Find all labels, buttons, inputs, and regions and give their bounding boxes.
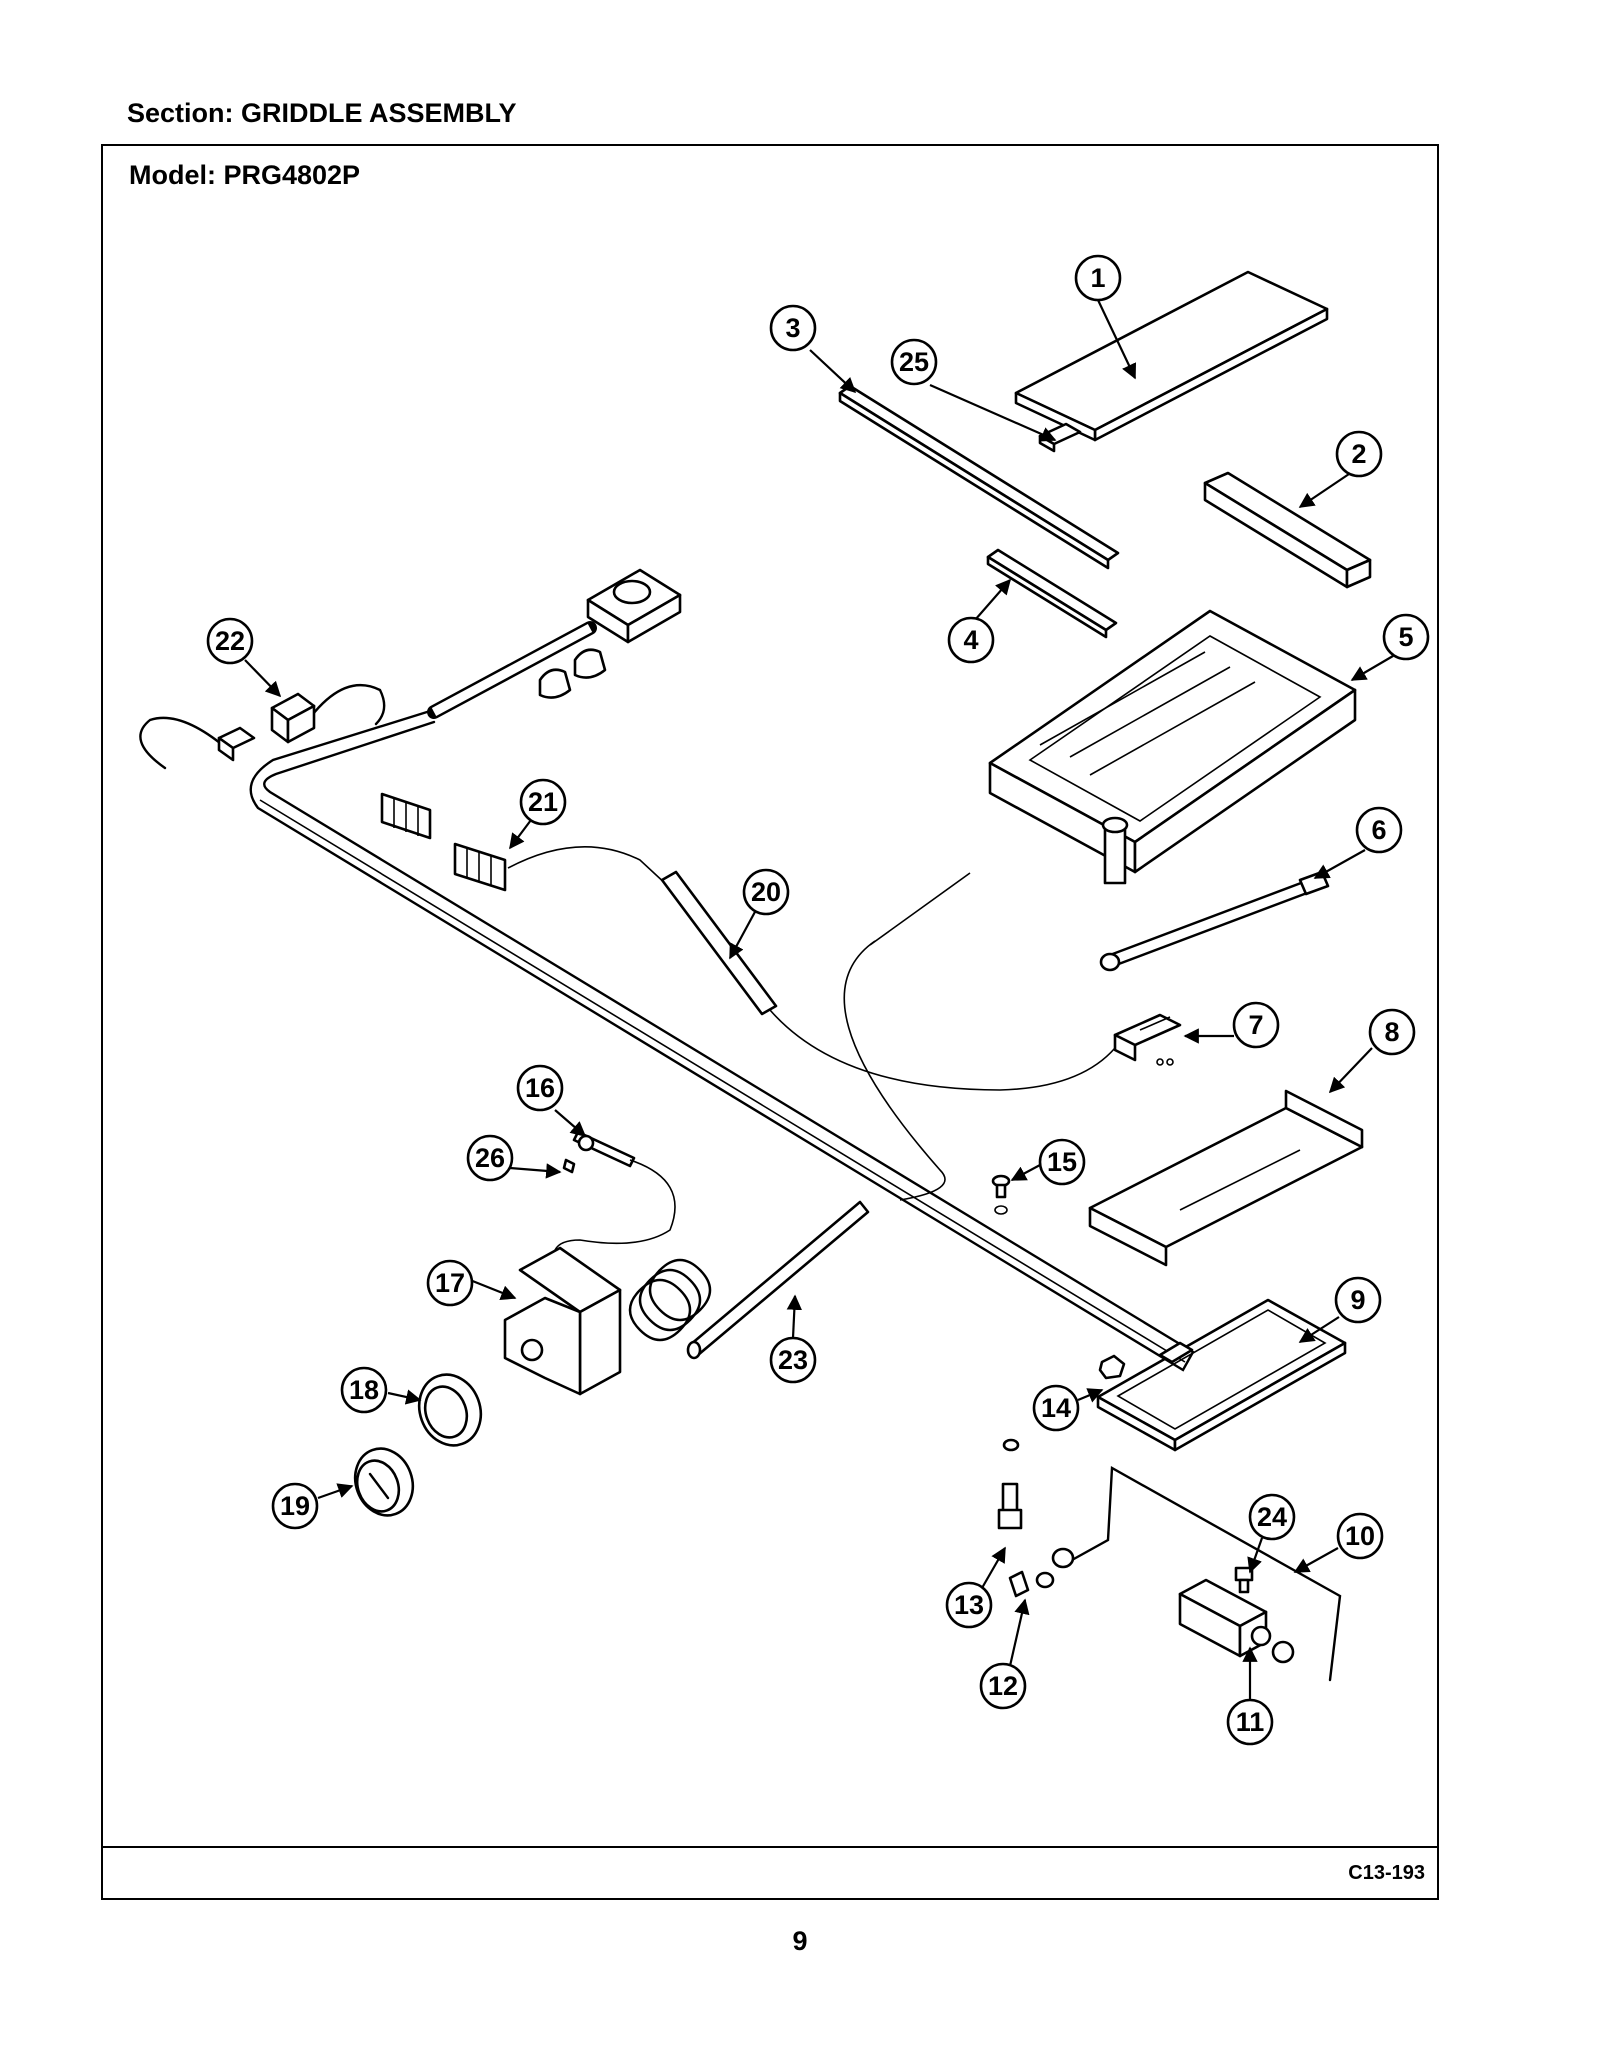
svg-text:11: 11 bbox=[1236, 1707, 1265, 1737]
callout-9: 9 bbox=[1334, 1276, 1382, 1324]
footer-divider bbox=[103, 1846, 1437, 1848]
model-title: Model: PRG4802P bbox=[129, 160, 361, 190]
section-title: Section: GRIDDLE ASSEMBLY bbox=[127, 98, 517, 128]
callout-5: 5 bbox=[1382, 613, 1430, 661]
callout-6: 6 bbox=[1355, 806, 1403, 854]
callout-13: 13 bbox=[945, 1581, 993, 1629]
svg-text:23: 23 bbox=[778, 1345, 808, 1375]
part-gas-valve-upper bbox=[427, 568, 682, 719]
part-griddle-plate bbox=[1014, 270, 1329, 442]
part-thermostat bbox=[503, 1246, 712, 1396]
part-power-cord bbox=[139, 683, 386, 770]
page-number: 9 bbox=[792, 1926, 808, 1956]
svg-text:1: 1 bbox=[1090, 263, 1105, 293]
leader-lines bbox=[244, 299, 1394, 1700]
part-terminal-blocks bbox=[380, 792, 507, 892]
svg-text:15: 15 bbox=[1047, 1147, 1077, 1177]
svg-text:22: 22 bbox=[215, 626, 245, 656]
callout-22: 22 bbox=[206, 617, 254, 665]
callout-7: 7 bbox=[1232, 1001, 1280, 1049]
part-thermocouple bbox=[554, 1130, 676, 1251]
callout-18: 18 bbox=[340, 1366, 388, 1414]
part-screw-small bbox=[991, 1174, 1011, 1215]
part-burner-box bbox=[988, 609, 1357, 885]
part-screw bbox=[1234, 1566, 1254, 1594]
callout-16: 16 bbox=[516, 1064, 564, 1112]
svg-text:2: 2 bbox=[1351, 439, 1366, 469]
svg-text:18: 18 bbox=[349, 1375, 379, 1405]
svg-text:7: 7 bbox=[1248, 1010, 1263, 1040]
callout-10: 10 bbox=[1336, 1512, 1384, 1560]
callout-24: 24 bbox=[1248, 1493, 1296, 1541]
part-mounting-bracket bbox=[1088, 1089, 1364, 1267]
svg-text:19: 19 bbox=[280, 1491, 310, 1521]
callout-12: 12 bbox=[979, 1662, 1027, 1710]
callout-23: 23 bbox=[769, 1336, 817, 1384]
part-valve bbox=[1178, 1578, 1295, 1664]
svg-text:8: 8 bbox=[1384, 1017, 1399, 1047]
diagram-frame: Model: PRG4802P C13-193 bbox=[101, 144, 1439, 1900]
svg-text:26: 26 bbox=[475, 1143, 505, 1173]
svg-text:3: 3 bbox=[785, 313, 800, 343]
callout-15: 15 bbox=[1038, 1138, 1086, 1186]
part-burner-tube bbox=[1099, 870, 1330, 972]
part-elbow-fitting bbox=[1008, 1547, 1075, 1598]
part-manifold-frame bbox=[249, 710, 1195, 1372]
part-long-channel bbox=[838, 384, 1120, 570]
part-capillary-tube bbox=[686, 872, 971, 1360]
svg-text:24: 24 bbox=[1257, 1502, 1287, 1532]
svg-text:14: 14 bbox=[1041, 1393, 1071, 1423]
callout-1: 1 bbox=[1074, 254, 1122, 302]
svg-text:16: 16 bbox=[525, 1073, 555, 1103]
callout-14: 14 bbox=[1032, 1384, 1080, 1432]
svg-text:21: 21 bbox=[528, 787, 558, 817]
callout-21: 21 bbox=[519, 778, 567, 826]
svg-text:4: 4 bbox=[963, 625, 978, 655]
part-knob bbox=[353, 1447, 415, 1517]
part-drip-tray bbox=[1096, 1298, 1347, 1452]
svg-text:25: 25 bbox=[899, 347, 929, 377]
part-bracket bbox=[1203, 471, 1372, 589]
svg-text:6: 6 bbox=[1371, 815, 1386, 845]
callout-26: 26 bbox=[466, 1134, 514, 1182]
part-short-channel bbox=[986, 548, 1118, 639]
svg-text:13: 13 bbox=[954, 1590, 984, 1620]
part-wire-sleeve bbox=[507, 846, 1116, 1091]
svg-text:5: 5 bbox=[1398, 622, 1413, 652]
part-clip bbox=[1038, 422, 1082, 453]
part-gas-line bbox=[1070, 1466, 1342, 1682]
svg-text:20: 20 bbox=[751, 877, 781, 907]
svg-text:9: 9 bbox=[1350, 1285, 1365, 1315]
callout-19: 19 bbox=[271, 1482, 319, 1530]
part-bezel bbox=[417, 1373, 483, 1447]
svg-text:12: 12 bbox=[988, 1671, 1018, 1701]
reference-code: C13-193 bbox=[1348, 1862, 1425, 1884]
part-orifice bbox=[997, 1438, 1023, 1530]
callout-20: 20 bbox=[742, 868, 790, 916]
svg-text:10: 10 bbox=[1345, 1521, 1375, 1551]
callout-17: 17 bbox=[426, 1259, 474, 1307]
part-nut bbox=[1098, 1354, 1126, 1380]
callout-4: 4 bbox=[947, 616, 995, 664]
svg-text:17: 17 bbox=[435, 1268, 465, 1298]
callout-11: 11 bbox=[1226, 1698, 1274, 1746]
part-igniter bbox=[1113, 1013, 1182, 1066]
callout-8: 8 bbox=[1368, 1008, 1416, 1056]
callout-25: 25 bbox=[890, 338, 938, 386]
callout-2: 2 bbox=[1335, 430, 1383, 478]
callout-3: 3 bbox=[769, 304, 817, 352]
